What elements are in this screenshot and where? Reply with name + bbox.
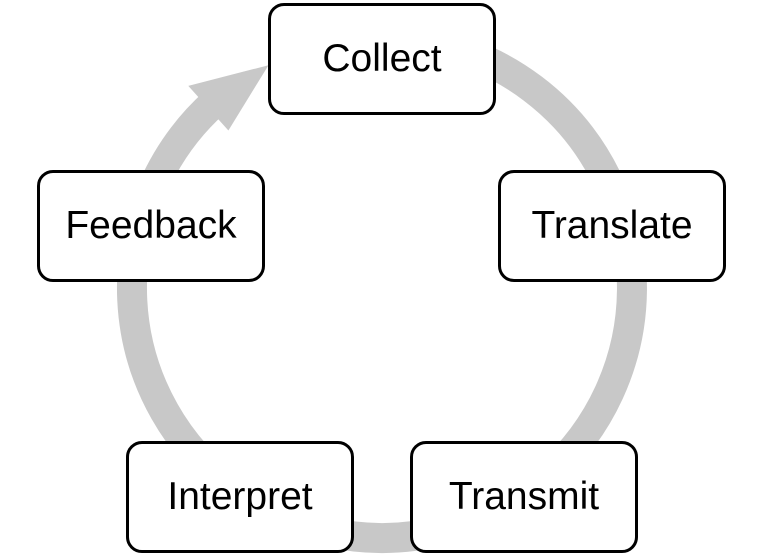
step-collect-label: Collect xyxy=(322,37,442,80)
step-interpret-label: Interpret xyxy=(167,475,313,518)
step-collect: Collect xyxy=(268,3,496,115)
step-feedback: Feedback xyxy=(37,170,265,282)
step-interpret: Interpret xyxy=(126,441,354,553)
cycle-arrowhead xyxy=(188,65,269,131)
step-translate-label: Translate xyxy=(531,204,693,247)
step-transmit-label: Transmit xyxy=(448,475,600,518)
step-translate: Translate xyxy=(498,170,726,282)
step-feedback-label: Feedback xyxy=(65,204,237,247)
step-transmit: Transmit xyxy=(410,441,638,553)
